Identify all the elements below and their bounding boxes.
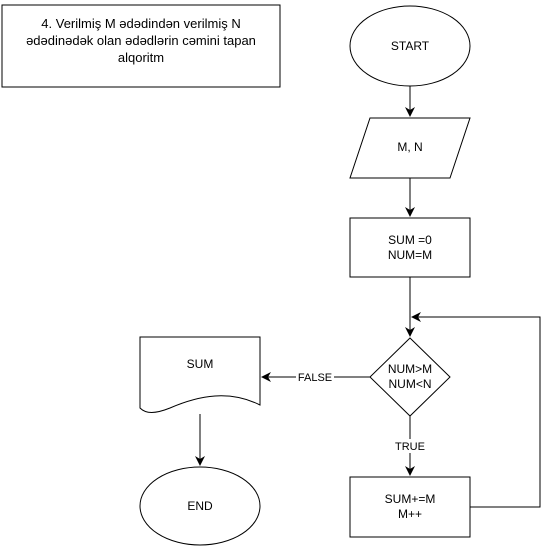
input-node[interactable]: M, N (349, 117, 471, 179)
loop-body-line-2: M++ (398, 507, 422, 521)
init-node[interactable]: SUM =0 NUM=M (349, 217, 471, 278)
loop-body-line-1: SUM+=M (385, 492, 436, 506)
title-line-3: alqoritm (118, 50, 164, 65)
init-line-2: NUM=M (388, 248, 432, 262)
true-label-bg (392, 439, 428, 453)
false-label: FALSE (298, 372, 332, 384)
start-label: START (391, 39, 430, 53)
start-node[interactable]: START (349, 5, 471, 87)
decision-line-2: NUM<N (388, 377, 431, 391)
output-node[interactable]: SUM (139, 336, 261, 413)
true-label: TRUE (395, 441, 425, 453)
loop-body-node[interactable]: SUM+=M M++ (349, 476, 471, 538)
decision-node[interactable]: NUM>M NUM<N (369, 337, 451, 417)
title-line-2: ədədinədək olan ədədlərin cəmini tapan (26, 33, 256, 48)
title-box: 4. Verilmiş M ədədindən verilmiş N ədədi… (1, 4, 281, 88)
input-label: M, N (397, 140, 422, 154)
edge-loop-back (411, 312, 541, 508)
decision-line-1: NUM>M (388, 362, 432, 376)
false-label-bg (296, 370, 334, 384)
end-node[interactable]: END (139, 466, 261, 546)
output-label: SUM (187, 357, 214, 371)
title-line-1: 4. Verilmiş M ədədindən verilmiş N (41, 16, 240, 31)
init-line-1: SUM =0 (388, 233, 432, 247)
end-label: END (187, 499, 213, 513)
